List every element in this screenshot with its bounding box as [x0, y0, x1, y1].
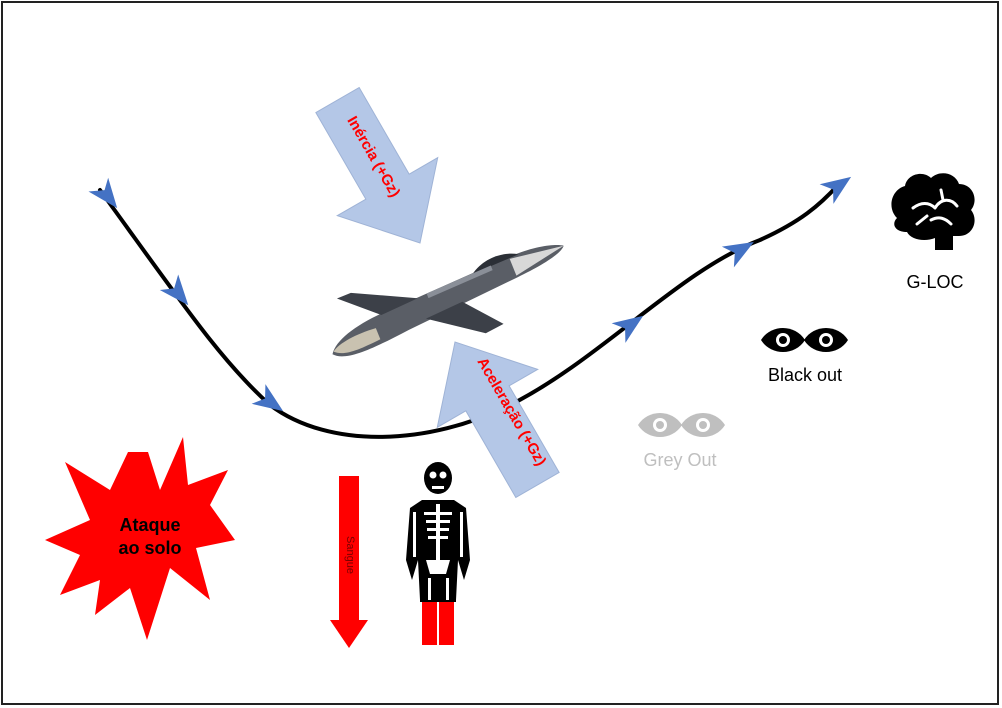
aircraft-image — [314, 212, 583, 389]
eye-icon — [681, 413, 725, 437]
path-direction-marker — [89, 178, 126, 216]
skeleton-icon — [406, 462, 470, 645]
blood-arrow-label: Sangue — [344, 525, 356, 585]
eye-icon — [638, 413, 682, 437]
ground-attack-label-line2: ao solo — [95, 538, 205, 559]
grey-out-eyes — [638, 413, 725, 437]
black-out-eyes — [761, 328, 848, 352]
grey-out-label: Grey Out — [620, 450, 740, 471]
brain-icon — [891, 173, 974, 250]
ground-attack-label-line1: Ataque — [95, 515, 205, 536]
eye-icon — [761, 328, 805, 352]
g-loc-label: G-LOC — [880, 272, 990, 293]
black-out-label: Black out — [745, 365, 865, 386]
path-direction-marker — [722, 232, 760, 268]
eye-icon — [804, 328, 848, 352]
